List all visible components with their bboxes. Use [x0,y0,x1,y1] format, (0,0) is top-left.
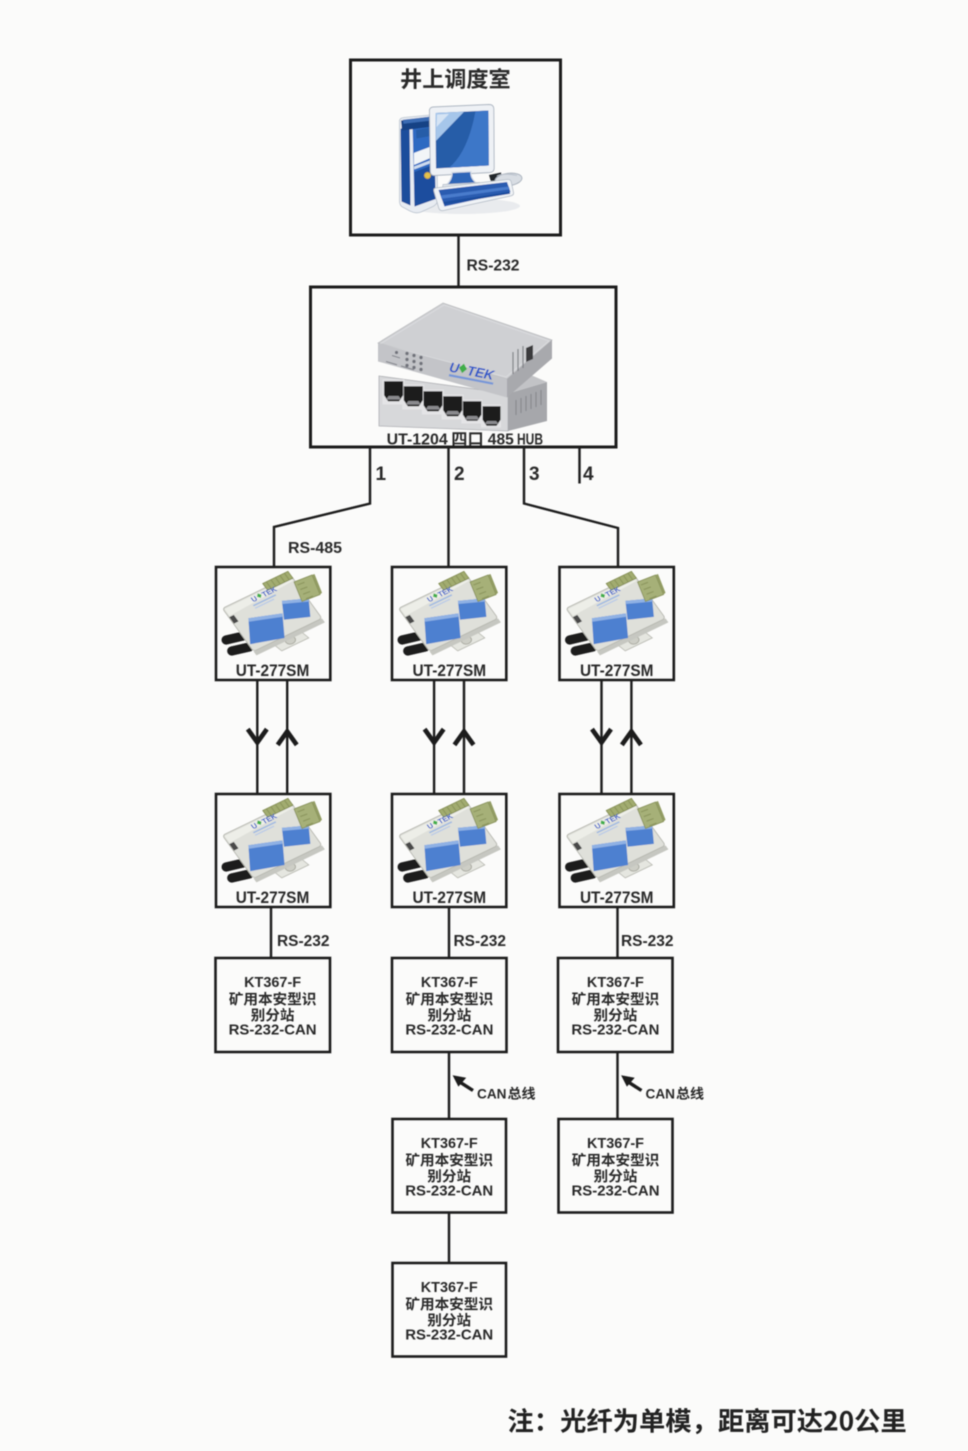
svg-text:RS-232-CAN: RS-232-CAN [405,1183,493,1200]
svg-text:UT-277SM: UT-277SM [580,661,654,680]
svg-text:RS-232-CAN: RS-232-CAN [229,1022,317,1039]
svg-text:UT-277SM: UT-277SM [236,661,310,680]
svg-text:4: 4 [583,464,594,485]
svg-text:UT-277SM: UT-277SM [236,888,310,907]
svg-text:RS-232: RS-232 [277,933,330,950]
svg-text:3: 3 [529,464,540,485]
svg-text:TEK: TEK [466,363,497,383]
svg-text:KT367-F: KT367-F [244,974,301,991]
svg-text:UT-1204: UT-1204 [387,432,448,449]
svg-text:KT367-F: KT367-F [587,1135,644,1152]
svg-text:CAN: CAN [646,1086,676,1102]
svg-text:RS-232-CAN: RS-232-CAN [571,1022,659,1039]
svg-text:RS-232-CAN: RS-232-CAN [572,1183,660,1200]
svg-text:UT-277SM: UT-277SM [413,661,487,680]
svg-text:RS-485: RS-485 [288,540,342,557]
svg-text:RS-232: RS-232 [467,258,520,275]
svg-text:UT-277SM: UT-277SM [580,888,654,907]
svg-text:HUB: HUB [517,432,543,449]
svg-text:KT367-F: KT367-F [421,1279,478,1296]
svg-text:UT-277SM: UT-277SM [413,888,487,907]
svg-text:485: 485 [488,432,514,449]
svg-text:RS-232: RS-232 [454,933,507,950]
svg-text:2: 2 [454,464,465,485]
svg-text:RS-232-CAN: RS-232-CAN [405,1022,493,1039]
svg-text:KT367-F: KT367-F [587,974,644,991]
svg-text:RS-232-CAN: RS-232-CAN [405,1327,493,1344]
svg-text:KT367-F: KT367-F [421,1135,478,1152]
svg-text:KT367-F: KT367-F [421,974,478,991]
svg-text:RS-232: RS-232 [621,933,674,950]
svg-text:CAN: CAN [477,1086,507,1102]
svg-text:1: 1 [376,464,387,485]
svg-text:U: U [448,360,462,377]
